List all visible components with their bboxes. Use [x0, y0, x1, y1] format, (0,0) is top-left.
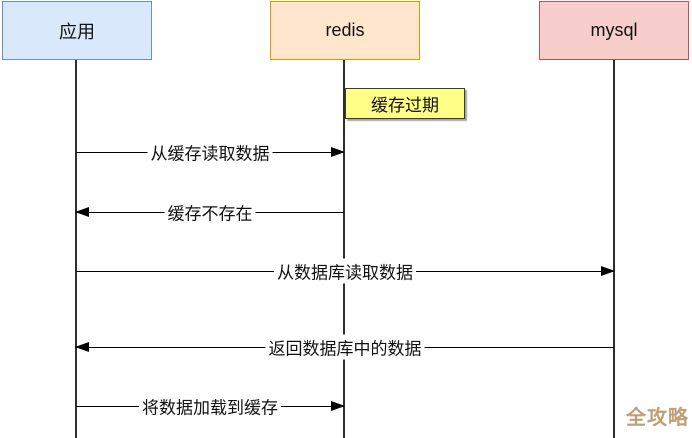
arrowhead-right-icon — [331, 401, 345, 411]
message-label: 从数据库读取数据 — [274, 258, 416, 284]
actor-label-mysql: mysql — [590, 20, 638, 40]
arrowhead-right-icon — [601, 266, 615, 276]
lifeline-redis — [343, 60, 345, 438]
arrowhead-right-icon — [331, 147, 345, 157]
message-label: 返回数据库中的数据 — [265, 334, 425, 360]
note-cache-expired: 缓存过期 — [345, 88, 465, 119]
message-label: 缓存不存在 — [164, 199, 256, 225]
lifeline-mysql — [613, 60, 615, 438]
message-label: 将数据加载到缓存 — [139, 393, 281, 419]
message-cache-miss: 缓存不存在 — [75, 199, 344, 225]
message-load-into-cache: 将数据加载到缓存 — [76, 393, 345, 419]
lifeline-app — [75, 60, 77, 438]
arrowhead-left-icon — [75, 342, 89, 352]
watermark: 全攻略 — [626, 407, 689, 429]
message-read-from-cache: 从缓存读取数据 — [76, 139, 345, 165]
actor-label-app: 应用 — [59, 21, 95, 42]
actor-box-mysql: mysql — [539, 1, 689, 60]
arrowhead-left-icon — [75, 207, 89, 217]
message-read-from-db: 从数据库读取数据 — [76, 258, 615, 284]
message-return-db-data: 返回数据库中的数据 — [75, 334, 614, 360]
actor-box-app: 应用 — [2, 1, 152, 60]
actor-label-redis: redis — [325, 20, 365, 40]
note-label: 缓存过期 — [371, 96, 439, 115]
actor-box-redis: redis — [270, 1, 420, 60]
message-label: 从缓存读取数据 — [147, 139, 273, 165]
